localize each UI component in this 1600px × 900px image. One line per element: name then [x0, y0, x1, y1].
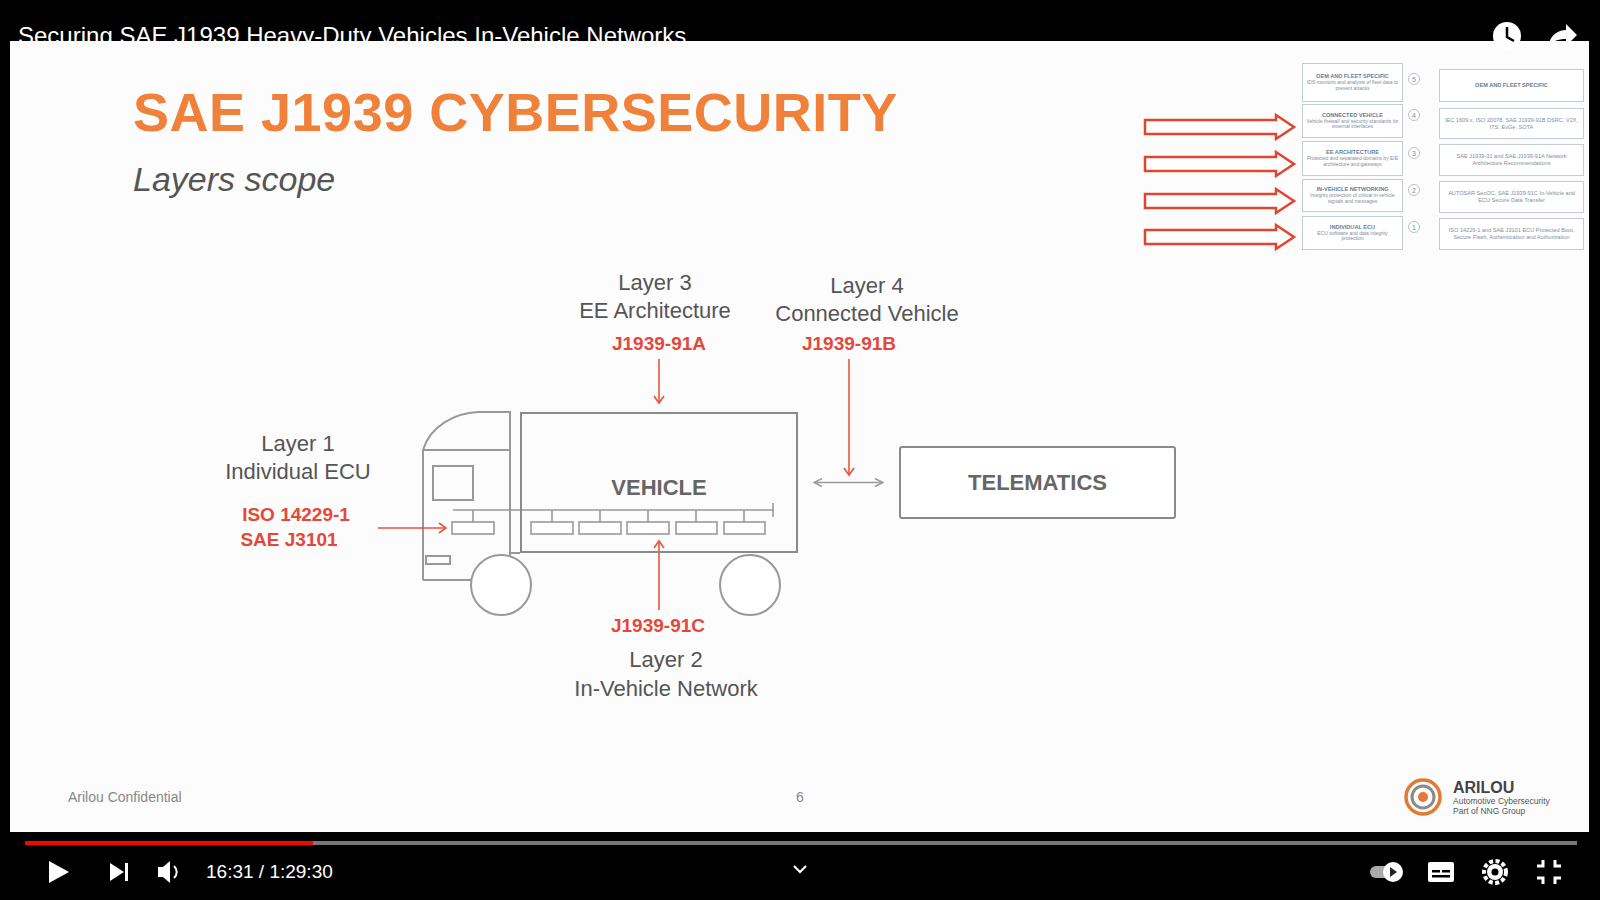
layer-box: IN-VEHICLE NETWORKINGIntegrity protectio…: [1302, 179, 1403, 212]
node-text: OEM AND FLEET SPECIFIC: [1443, 82, 1580, 89]
telematics-box: TELEMATICS: [899, 446, 1176, 519]
chevron-icon: [794, 866, 806, 872]
node-body: IDS monitors and analysis of fleet data …: [1306, 80, 1399, 92]
layer-box: CONNECTED VEHICLEVehicle firewall and se…: [1302, 104, 1403, 138]
layer-box: OEM AND FLEET SPECIFICIDS monitors and a…: [1302, 63, 1403, 102]
callout-number: 1: [1408, 221, 1420, 233]
video-title: Securing SAE J1939 Heavy-Duty Vehicles I…: [18, 22, 686, 50]
standard-code: SAE J3101: [240, 529, 337, 551]
node-text: 5: [1412, 76, 1416, 83]
layer-box: EE ARCHITECTUREProtected and separated d…: [1302, 141, 1403, 176]
can-bus: [452, 503, 773, 534]
brand-tagline: Part of NNG Group: [1453, 806, 1525, 816]
node-text: AUTOSAR SecOC, SAE J1939-91C In-Vehicle …: [1443, 190, 1580, 203]
node-body: Protected and separated domains by E/E a…: [1306, 156, 1399, 168]
callout-number: 5: [1408, 73, 1420, 85]
captions-icon: [1428, 862, 1454, 882]
standard-code: J1939-91A: [612, 333, 706, 355]
watch-later-icon: [1493, 22, 1521, 50]
connector-arrow: [814, 482, 883, 484]
autoplay-toggle: [1370, 862, 1403, 882]
node-text: CONNECTED VEHICLE: [1306, 112, 1399, 119]
node-text: VEHICLE: [611, 475, 706, 501]
standard-box: IEC 1609.x, ISO 20078, SAE J1939-91B DSR…: [1439, 108, 1584, 139]
brand-tagline: Automotive Cybersecurity: [1453, 796, 1550, 806]
volume-icon: [158, 861, 177, 883]
settings-icon: [1484, 861, 1506, 883]
layer-desc: In-Vehicle Network: [574, 676, 757, 702]
node-text: OEM AND FLEET SPECIFIC: [1306, 73, 1399, 80]
callout-number: 3: [1408, 147, 1420, 159]
layer-name: Layer 2: [629, 647, 702, 673]
subtitle: Layers scope: [133, 160, 335, 199]
node-text: 1: [1412, 224, 1416, 231]
node-text: IN-VEHICLE NETWORKING: [1306, 186, 1399, 193]
truck-wheels: [471, 555, 780, 615]
standard-box: ISO 14229-1 and SAE J3101 ECU Protected …: [1439, 218, 1584, 250]
progress-played: [25, 841, 313, 845]
node-text: 4: [1412, 112, 1416, 119]
company-logo: [1406, 780, 1440, 814]
layer-name: Layer 1: [261, 431, 334, 457]
fullscreen-exit-icon: [1537, 860, 1561, 884]
standard-box: AUTOSAR SecOC, SAE J1939-91C In-Vehicle …: [1439, 181, 1584, 213]
layer-box: INDIVIDUAL ECUECU software and data inte…: [1302, 216, 1403, 250]
node-text: ISO 14229-1 and SAE J3101 ECU Protected …: [1443, 227, 1580, 240]
node-text: INDIVIDUAL ECU: [1306, 224, 1399, 231]
standard-code: J1939-91B: [802, 333, 896, 355]
progress-track: [25, 841, 1577, 845]
pointer-arrows: [1145, 115, 1294, 249]
standard-box: SAE J1939-31 and SAE J1939-91A Network A…: [1439, 144, 1584, 176]
play-icon: [49, 861, 69, 883]
node-text: IEC 1609.x, ISO 20078, SAE J1939-91B DSR…: [1443, 117, 1580, 130]
standard-box: OEM AND FLEET SPECIFIC: [1439, 69, 1584, 102]
standard-code: ISO 14229-1: [242, 504, 350, 526]
layer-desc: EE Architecture: [579, 298, 731, 324]
layer-name: Layer 4: [830, 273, 903, 299]
layer-desc: Individual ECU: [225, 459, 371, 485]
callout-number: 2: [1408, 184, 1420, 196]
brand-name: ARILOU: [1453, 779, 1514, 797]
page-number: 6: [796, 789, 804, 805]
confidential-note: Arilou Confidential: [68, 789, 182, 805]
leader-arrows: [378, 359, 854, 610]
node-body: ECU software and data integrity protecti…: [1306, 231, 1399, 243]
node-text: TELEMATICS: [968, 470, 1107, 496]
layer-desc: Connected Vehicle: [775, 301, 958, 327]
share-icon: [1548, 24, 1577, 47]
slide-title: SAE J1939 CYBERSECURITY: [133, 81, 898, 143]
layer-name: Layer 3: [618, 270, 691, 296]
node-text: EE ARCHITECTURE: [1306, 149, 1399, 156]
node-body: Vehicle firewall and security standards …: [1306, 119, 1399, 131]
slide-background: [10, 41, 1589, 832]
vehicle-box: VEHICLE: [520, 412, 798, 553]
node-body: Integrity protection of critical in-vehi…: [1306, 193, 1399, 205]
next-icon: [110, 863, 128, 881]
callout-number: 4: [1408, 109, 1420, 121]
node-text: 2: [1412, 187, 1416, 194]
node-text: SAE J1939-31 and SAE J1939-91A Network A…: [1443, 153, 1580, 166]
time-display: 16:31 / 1:29:30: [206, 861, 333, 883]
standard-code: J1939-91C: [611, 615, 705, 637]
node-text: 3: [1412, 150, 1416, 157]
